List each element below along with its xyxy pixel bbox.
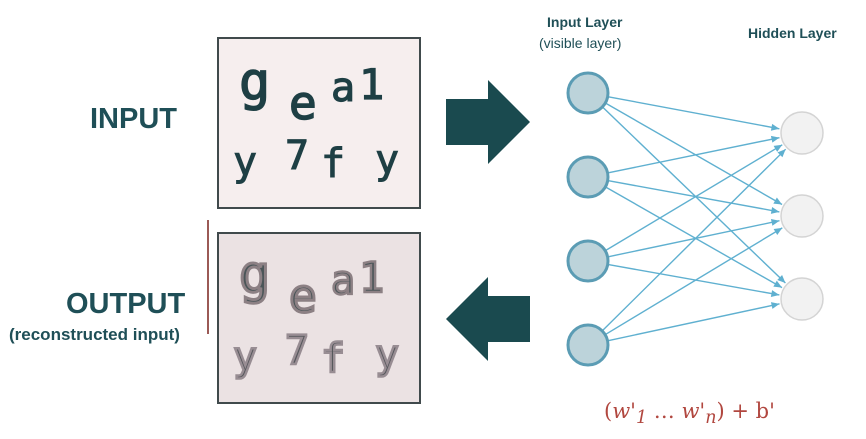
- captcha-char: a: [331, 258, 355, 304]
- output-divider: [207, 220, 209, 334]
- captcha-char: e: [289, 76, 317, 130]
- network-edge: [604, 102, 783, 206]
- input-node: [566, 155, 610, 199]
- edge-arrowhead: [770, 135, 780, 143]
- edge-arrowhead: [773, 227, 783, 236]
- input-layer-title: Input Layer: [547, 14, 623, 30]
- network-edge: [607, 95, 780, 130]
- hidden-layer-nodes: [780, 111, 824, 321]
- hidden-node: [780, 277, 824, 321]
- hidden-layer-title: Hidden Layer: [748, 25, 837, 41]
- captcha-char: 7: [285, 133, 309, 179]
- hidden-node: [780, 194, 824, 238]
- output-label: OUTPUT: [66, 288, 186, 320]
- network-edge: [601, 148, 787, 332]
- hidden-node: [780, 111, 824, 155]
- decoder-formula: (w'1 … w'n) + b': [604, 399, 775, 428]
- network-edge: [601, 106, 786, 284]
- input-captcha-image: g e a 1 y 7 f y: [217, 37, 421, 209]
- captcha-char: e: [289, 269, 317, 323]
- captcha-char: f: [321, 141, 345, 187]
- captcha-char: y: [375, 137, 399, 183]
- edge-arrowhead: [770, 206, 780, 214]
- edge-arrowhead: [777, 274, 786, 284]
- captcha-char: a: [331, 65, 355, 111]
- captcha-char: 1: [359, 60, 384, 109]
- captcha-char: y: [375, 332, 399, 378]
- network-edge: [607, 303, 780, 342]
- captcha-char: g: [239, 245, 270, 305]
- edge-arrowhead: [777, 149, 786, 158]
- formula-open: (: [604, 399, 613, 423]
- input-node: [566, 71, 610, 115]
- edge-arrowhead: [770, 218, 780, 226]
- arrow-left-icon: [446, 277, 530, 361]
- edge-arrowhead: [773, 197, 783, 205]
- network-edge: [607, 179, 780, 213]
- captcha-char: g: [239, 52, 270, 112]
- input-node: [566, 239, 610, 283]
- input-label: INPUT: [90, 103, 177, 135]
- formula-subn: n: [705, 408, 717, 429]
- output-sublabel: (reconstructed input): [9, 325, 180, 344]
- output-captcha-image: g e a 1 y 7 f y: [217, 232, 421, 404]
- network-edge: [607, 220, 780, 258]
- formula-w1: w': [612, 399, 636, 423]
- input-layer-nodes: [566, 71, 610, 367]
- edge-arrowhead: [773, 144, 783, 152]
- network-edge: [604, 144, 783, 252]
- captcha-char: y: [233, 334, 257, 380]
- edge-arrowhead: [770, 123, 780, 131]
- network-edge: [604, 227, 783, 336]
- formula-dots: …: [647, 399, 682, 423]
- network-edge: [607, 263, 780, 296]
- network-edges: [601, 95, 787, 342]
- formula-close: ) + b': [716, 399, 775, 423]
- network-edge: [607, 136, 780, 174]
- network-edge: [605, 186, 783, 289]
- captcha-char: f: [321, 336, 345, 382]
- input-layer-subtitle: (visible layer): [539, 35, 622, 51]
- captcha-char: y: [233, 139, 257, 185]
- input-node: [566, 323, 610, 367]
- captcha-char: 7: [285, 328, 309, 374]
- captcha-char: 1: [359, 253, 384, 302]
- edge-arrowhead: [770, 290, 780, 298]
- edge-arrowhead: [773, 280, 783, 288]
- formula-sub1: 1: [635, 408, 648, 429]
- formula-wn: w': [681, 399, 706, 423]
- arrow-right-icon: [446, 80, 530, 164]
- edge-arrowhead: [770, 302, 780, 309]
